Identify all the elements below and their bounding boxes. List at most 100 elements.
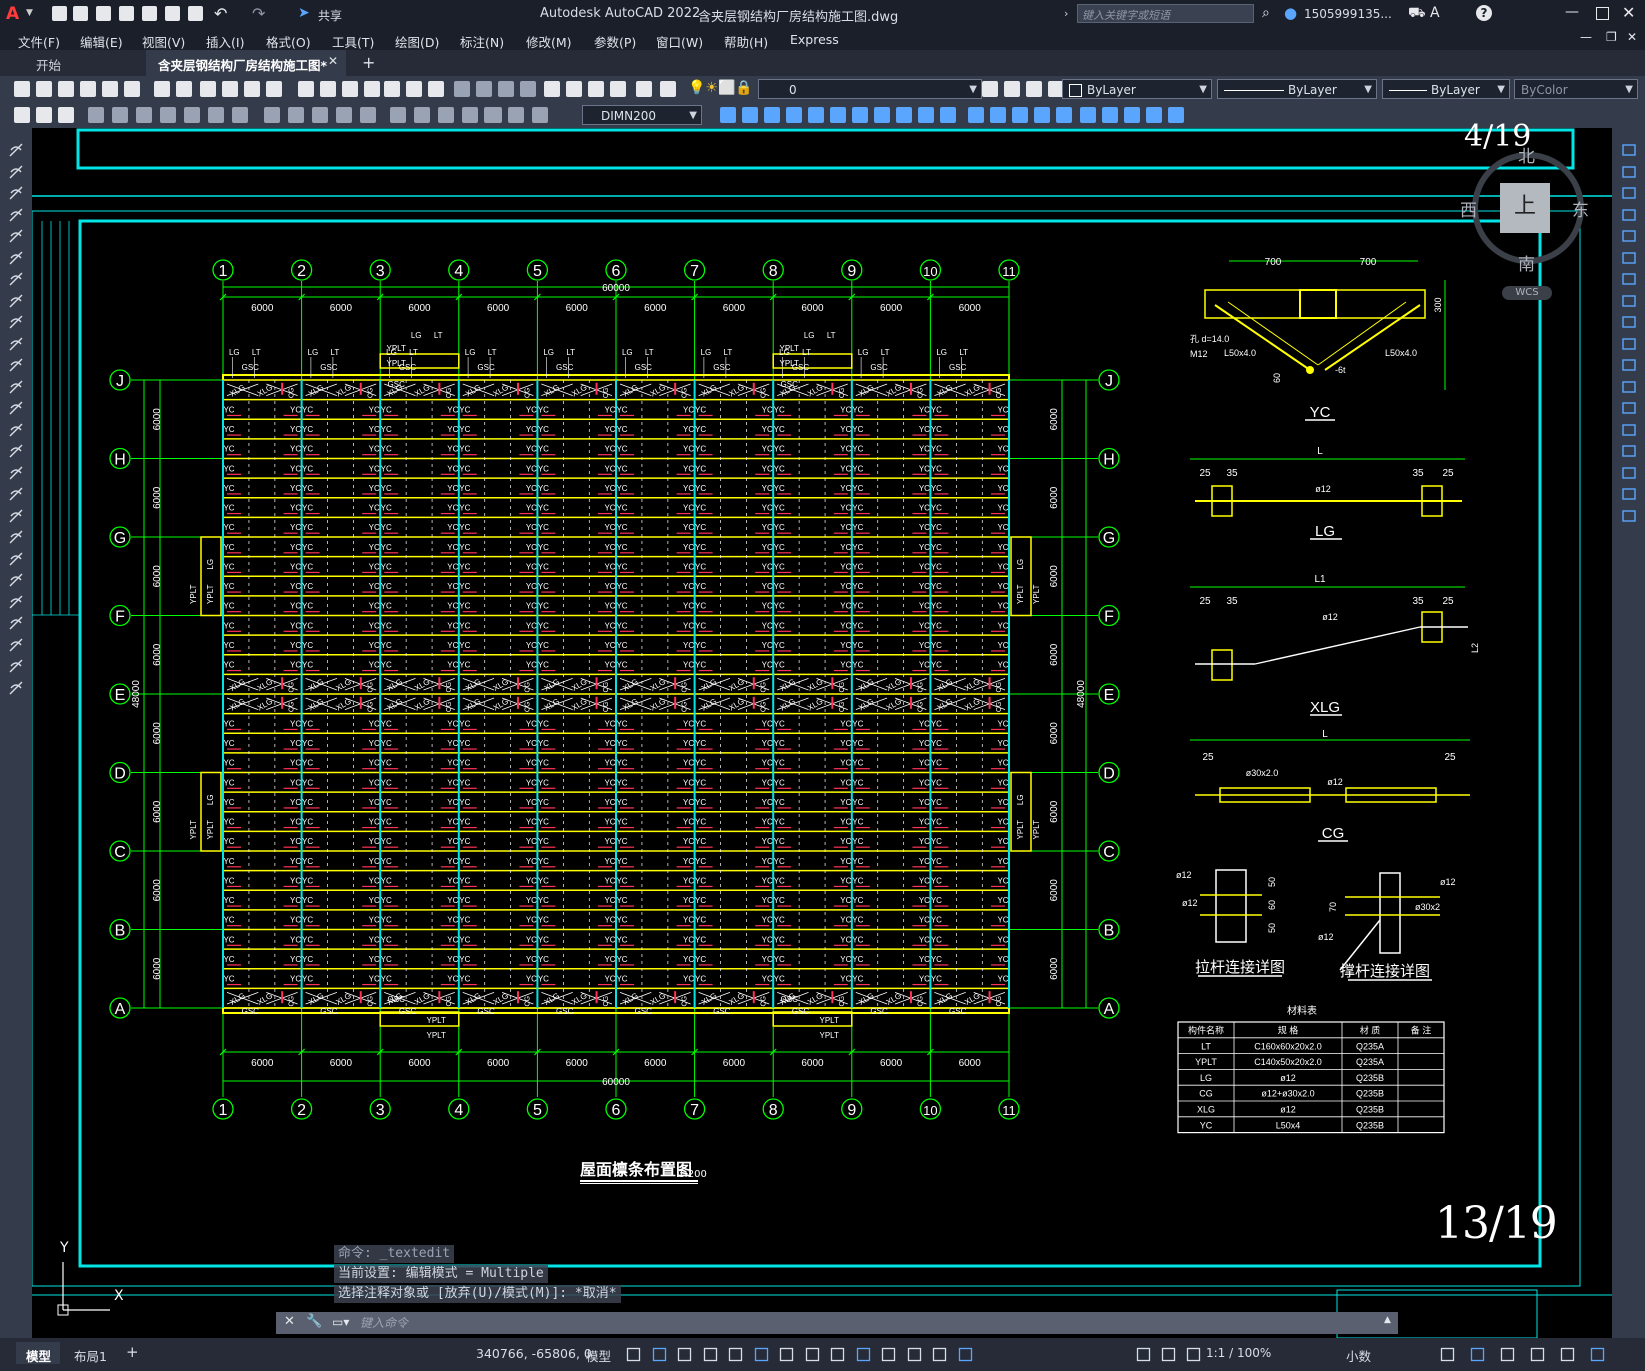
toolbar2-39-icon[interactable] (1080, 107, 1096, 123)
status-toggle-16-icon[interactable] (1186, 1347, 1201, 1362)
doc-restore-icon[interactable]: ❐ (1606, 30, 1617, 44)
draw-tool-12-icon[interactable] (8, 400, 24, 416)
toolbar1-9-icon[interactable] (222, 81, 238, 97)
toolbar1-24-icon[interactable] (566, 81, 582, 97)
toolbar2-26-icon[interactable] (786, 107, 802, 123)
modify-tool-4-icon[interactable] (1621, 228, 1637, 244)
draw-tool-10-icon[interactable] (8, 357, 24, 373)
modify-tool-6-icon[interactable] (1621, 271, 1637, 287)
draw-tool-25-icon[interactable] (8, 680, 24, 696)
status-toggle-13-icon[interactable] (958, 1347, 973, 1362)
tab-layout1[interactable]: 布局1 (74, 1349, 107, 1364)
toolbar2-28-icon[interactable] (830, 107, 846, 123)
status-toggle-9-icon[interactable] (856, 1347, 871, 1362)
toolbar1-14-icon[interactable] (342, 81, 358, 97)
viewcube-north[interactable]: 北 (1518, 147, 1535, 167)
draw-tool-11-icon[interactable] (8, 379, 24, 395)
draw-tool-2-icon[interactable] (8, 185, 24, 201)
modify-tool-7-icon[interactable] (1621, 293, 1637, 309)
model-space-toggle[interactable]: 模型 (586, 1349, 612, 1364)
modify-tool-12-icon[interactable] (1621, 400, 1637, 416)
toolbar2-4-icon[interactable] (112, 107, 128, 123)
print-icon[interactable] (188, 6, 203, 21)
toolbar2-3-icon[interactable] (88, 107, 104, 123)
viewcube-top-face[interactable]: 上 (1500, 183, 1550, 233)
viewcube-ring[interactable] (1472, 152, 1584, 264)
chevron-right-icon[interactable]: › (1064, 7, 1069, 20)
toolbar2-32-icon[interactable] (918, 107, 934, 123)
toolbar2-41-icon[interactable] (1124, 107, 1140, 123)
status-toggle-3-icon[interactable] (703, 1347, 718, 1362)
viewcube-west[interactable]: 西 (1460, 201, 1477, 221)
help-icon[interactable]: ? (1476, 5, 1492, 21)
toolbar1-12-icon[interactable] (298, 81, 314, 97)
open-web-icon[interactable] (142, 6, 157, 21)
draw-tool-15-icon[interactable] (8, 465, 24, 481)
toolbar1-2-icon[interactable] (58, 81, 74, 97)
draw-tool-19-icon[interactable] (8, 551, 24, 567)
open-file-icon[interactable] (73, 6, 88, 21)
toolbar2-17-icon[interactable] (438, 107, 454, 123)
color-dropdown[interactable]: ByLayer▼ (1062, 79, 1212, 99)
status-toggle-4-icon[interactable] (728, 1347, 743, 1362)
toolbar1-27-icon[interactable] (636, 81, 652, 97)
status-toggle-25-icon[interactable] (1590, 1347, 1605, 1362)
toolbar2-23-icon[interactable] (720, 107, 736, 123)
modify-tool-8-icon[interactable] (1621, 314, 1637, 330)
toolbar1-18-icon[interactable] (428, 81, 444, 97)
menu-express[interactable]: Express (790, 32, 839, 47)
draw-tool-20-icon[interactable] (8, 572, 24, 588)
status-toggle-10-icon[interactable] (881, 1347, 896, 1362)
status-toggle-24-icon[interactable] (1560, 1347, 1575, 1362)
menu-help[interactable]: 帮助(H) (724, 35, 769, 50)
toolbar2-13-icon[interactable] (336, 107, 352, 123)
undo-icon[interactable]: ↶ (214, 4, 228, 23)
toolbar2-0-icon[interactable] (14, 107, 30, 123)
close-window-icon[interactable]: ✕ (1622, 3, 1636, 22)
toolbar2-35-icon[interactable] (990, 107, 1006, 123)
wcs-dropdown[interactable]: WCS (1502, 286, 1552, 300)
modify-tool-5-icon[interactable] (1621, 250, 1637, 266)
command-customize-icon[interactable]: 🔧 (306, 1314, 323, 1329)
menu-file[interactable]: 文件(F) (18, 35, 60, 50)
command-close-icon[interactable]: ✕ (284, 1314, 295, 1329)
units-dropdown[interactable]: 小数 (1346, 1349, 1372, 1364)
status-toggle-15-icon[interactable] (1161, 1347, 1176, 1362)
status-toggle-23-icon[interactable] (1530, 1347, 1545, 1362)
modify-tool-17-icon[interactable] (1621, 508, 1637, 524)
toolbar2-37-icon[interactable] (1034, 107, 1050, 123)
save-as-icon[interactable] (119, 6, 134, 21)
toolbar1-30-icon[interactable] (1004, 81, 1020, 97)
menu-dimension[interactable]: 标注(N) (460, 35, 505, 50)
modify-tool-10-icon[interactable] (1621, 357, 1637, 373)
modify-tool-13-icon[interactable] (1621, 422, 1637, 438)
toolbar2-5-icon[interactable] (136, 107, 152, 123)
toolbar2-42-icon[interactable] (1146, 107, 1162, 123)
toolbar2-7-icon[interactable] (184, 107, 200, 123)
toolbar1-1-icon[interactable] (36, 81, 52, 97)
tab-close-icon[interactable]: ✕ (328, 54, 339, 68)
toolbar1-21-icon[interactable] (498, 81, 514, 97)
toolbar2-25-icon[interactable] (764, 107, 780, 123)
toolbar1-11-icon[interactable] (266, 81, 282, 97)
toolbar2-14-icon[interactable] (360, 107, 376, 123)
toolbar2-10-icon[interactable] (264, 107, 280, 123)
toolbar1-10-icon[interactable] (244, 81, 260, 97)
draw-tool-3-icon[interactable] (8, 207, 24, 223)
status-toggle-11-icon[interactable] (907, 1347, 922, 1362)
modify-tool-3-icon[interactable] (1621, 207, 1637, 223)
command-prompt-icon[interactable]: ▭▾ (332, 1315, 350, 1329)
app-menu-chevron-icon[interactable]: ▼ (26, 8, 33, 18)
viewcube-east[interactable]: 东 (1572, 201, 1589, 221)
toolbar2-36-icon[interactable] (1012, 107, 1028, 123)
doc-minimize-icon[interactable]: — (1580, 30, 1592, 44)
toolbar1-3-icon[interactable] (80, 81, 96, 97)
user-name[interactable]: 1505999135... (1304, 7, 1392, 21)
toolbar1-32-icon[interactable] (1048, 81, 1064, 97)
toolbar2-30-icon[interactable] (874, 107, 890, 123)
toolbar1-22-icon[interactable] (520, 81, 536, 97)
menu-edit[interactable]: 编辑(E) (80, 35, 123, 50)
toolbar2-20-icon[interactable] (484, 107, 500, 123)
menu-insert[interactable]: 插入(I) (206, 35, 245, 50)
